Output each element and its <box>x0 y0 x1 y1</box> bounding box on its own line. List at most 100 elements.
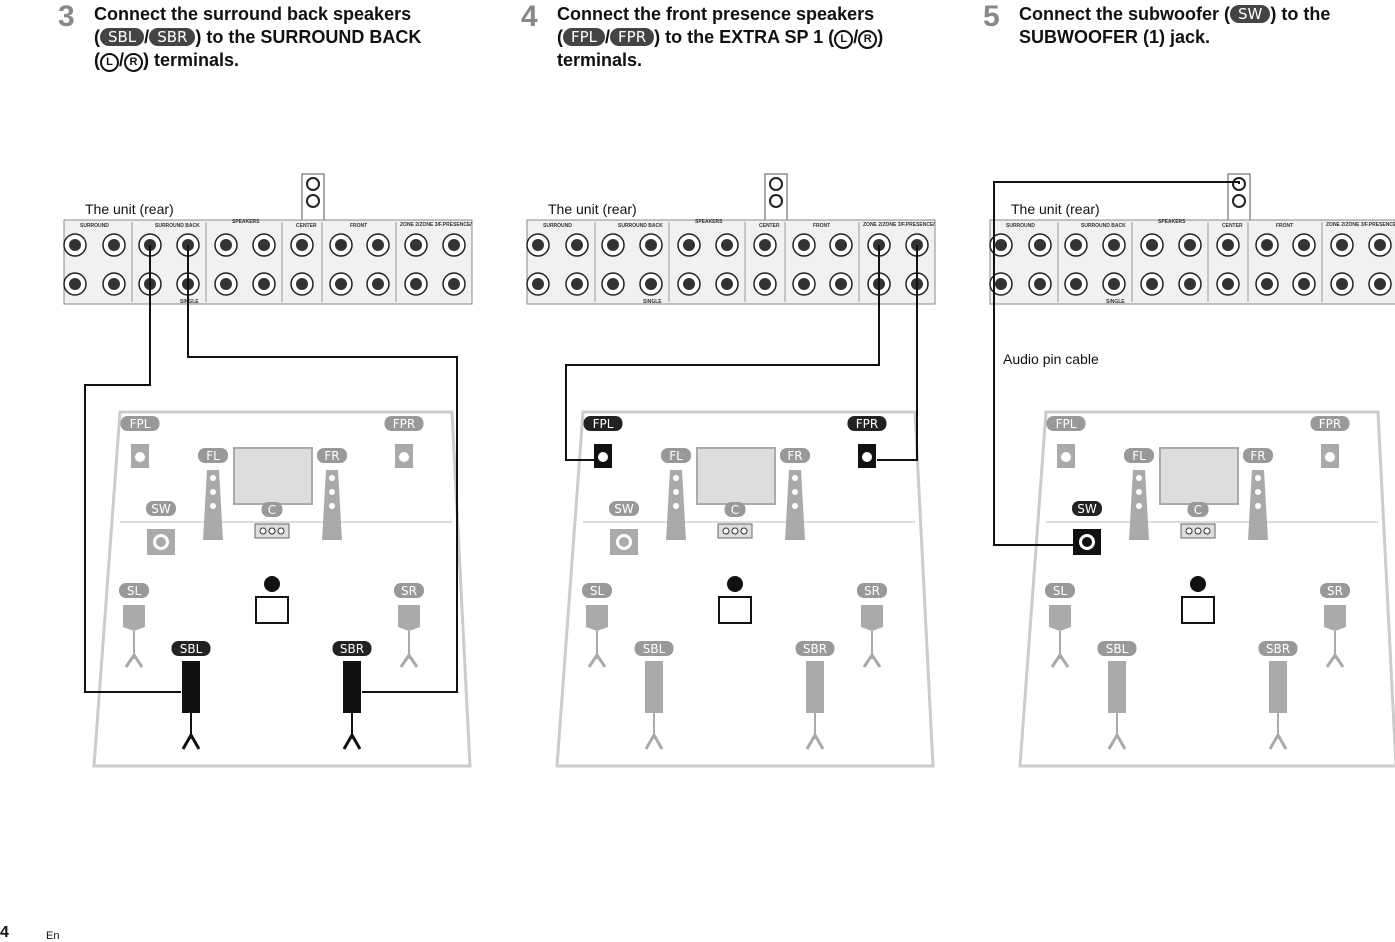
sbr-cable <box>187 245 458 693</box>
binding-post-core <box>607 239 619 251</box>
binding-post-core <box>1261 239 1273 251</box>
binding-post-core <box>1261 278 1273 290</box>
binding-post-core <box>721 239 733 251</box>
speaker-badge <box>1187 502 1209 517</box>
speaker-badge <box>171 641 211 656</box>
speaker-badge <box>198 448 228 463</box>
panel-label: CENTER <box>296 223 317 229</box>
speaker-label: FPL <box>1056 417 1077 431</box>
speaker-sw: SW <box>1072 501 1102 555</box>
subwoofer-jack-2 <box>306 194 320 208</box>
speaker-label: SBL <box>643 642 666 656</box>
speaker-sr: SR <box>857 583 887 668</box>
speaker-driver-core <box>156 537 166 547</box>
speaker-fpl: FPL <box>1046 416 1086 468</box>
speaker-driver <box>673 489 679 495</box>
speaker-fpl: FPL <box>120 416 160 468</box>
speaker-badge <box>1310 416 1350 431</box>
unit-rear-label: The unit (rear) <box>548 201 637 217</box>
binding-post-core <box>372 278 384 290</box>
binding-post-core <box>683 239 695 251</box>
binding-post-core <box>1034 239 1046 251</box>
speaker-badge <box>634 641 674 656</box>
panel-label: SURROUND <box>543 223 572 229</box>
speaker-badge <box>1046 416 1086 431</box>
subwoofer-jack-2 <box>1232 194 1246 208</box>
speaker-label: C <box>1194 503 1202 517</box>
speaker-driver <box>1194 527 1202 535</box>
speaker-badge <box>661 448 691 463</box>
speaker-badge <box>119 583 149 598</box>
speaker-label: SL <box>1053 584 1068 598</box>
speaker-label: SW <box>151 502 171 516</box>
speaker-stand-base <box>862 652 882 668</box>
speaker-stand-base <box>1325 652 1345 668</box>
speaker-fr: FR <box>1243 448 1273 540</box>
speaker-stand-base <box>342 731 362 750</box>
speaker-driver <box>210 503 216 509</box>
speaker-body <box>123 605 145 631</box>
speaker-label: SBL <box>180 642 203 656</box>
panel-label: ZONE 2/ZONE 3/F.PRESENCE/ <box>1326 222 1395 228</box>
speaker-badge <box>609 501 639 516</box>
speaker-driver <box>329 503 335 509</box>
speaker-sr: SR <box>1320 583 1350 668</box>
binding-post-core <box>296 239 308 251</box>
speaker-c: C <box>1180 502 1216 539</box>
sbl-cable <box>84 245 181 693</box>
binding-post-core <box>1184 239 1196 251</box>
binding-post-core <box>1034 278 1046 290</box>
speaker-fpl: FPL <box>583 416 623 468</box>
speaker-label: SW <box>1077 502 1097 516</box>
speaker-badge <box>1045 583 1075 598</box>
panel-label: SURROUND BACK <box>618 223 663 229</box>
speaker-body <box>1269 661 1287 713</box>
speaker-driver <box>1136 489 1142 495</box>
speaker-driver <box>1136 475 1142 481</box>
speaker-driver <box>1185 527 1193 535</box>
speaker-body <box>645 661 663 713</box>
binding-post-core <box>108 239 120 251</box>
speaker-driver <box>673 475 679 481</box>
tv-screen <box>1159 447 1239 505</box>
binding-post-core <box>1146 239 1158 251</box>
speaker-badge-sbr: SBR <box>149 28 196 46</box>
speaker-fpr: FPR <box>384 416 424 468</box>
speaker-body <box>861 605 883 631</box>
binding-post-core <box>1146 278 1158 290</box>
speaker-body <box>343 661 361 713</box>
speaker-label: SBR <box>1266 642 1290 656</box>
speaker-c: C <box>717 502 753 539</box>
speaker-stand-base <box>644 731 664 750</box>
speaker-sbl: SBL <box>171 641 211 750</box>
speaker-fl: FL <box>1124 448 1154 540</box>
step-instruction: Connect the front presence speakers (FPL… <box>557 4 884 70</box>
speaker-driver <box>1136 503 1142 509</box>
speaker-label: SBR <box>340 642 364 656</box>
binding-post-core <box>1222 278 1234 290</box>
speaker-driver <box>1255 489 1261 495</box>
binding-post-core <box>108 278 120 290</box>
speaker-badge <box>1243 448 1273 463</box>
speaker-badge <box>384 416 424 431</box>
speaker-driver <box>210 489 216 495</box>
speaker-label: FPR <box>1319 417 1341 431</box>
speaker-fr: FR <box>317 448 347 540</box>
speaker-badge <box>1072 501 1102 516</box>
speaker-driver <box>740 527 748 535</box>
speaker-sl: SL <box>119 583 149 668</box>
speaker-badge-fpr: FPR <box>610 28 655 46</box>
binding-post-core <box>220 278 232 290</box>
speaker-driver <box>1255 475 1261 481</box>
speaker-badge <box>795 641 835 656</box>
speaker-driver <box>1203 527 1211 535</box>
binding-post-core <box>1222 239 1234 251</box>
speaker-badge <box>1124 448 1154 463</box>
speaker-body <box>806 661 824 713</box>
speaker-stand-base <box>399 652 419 668</box>
binding-post-core <box>532 278 544 290</box>
binding-post-core <box>645 239 657 251</box>
panel-label: SURROUND <box>1006 223 1035 229</box>
